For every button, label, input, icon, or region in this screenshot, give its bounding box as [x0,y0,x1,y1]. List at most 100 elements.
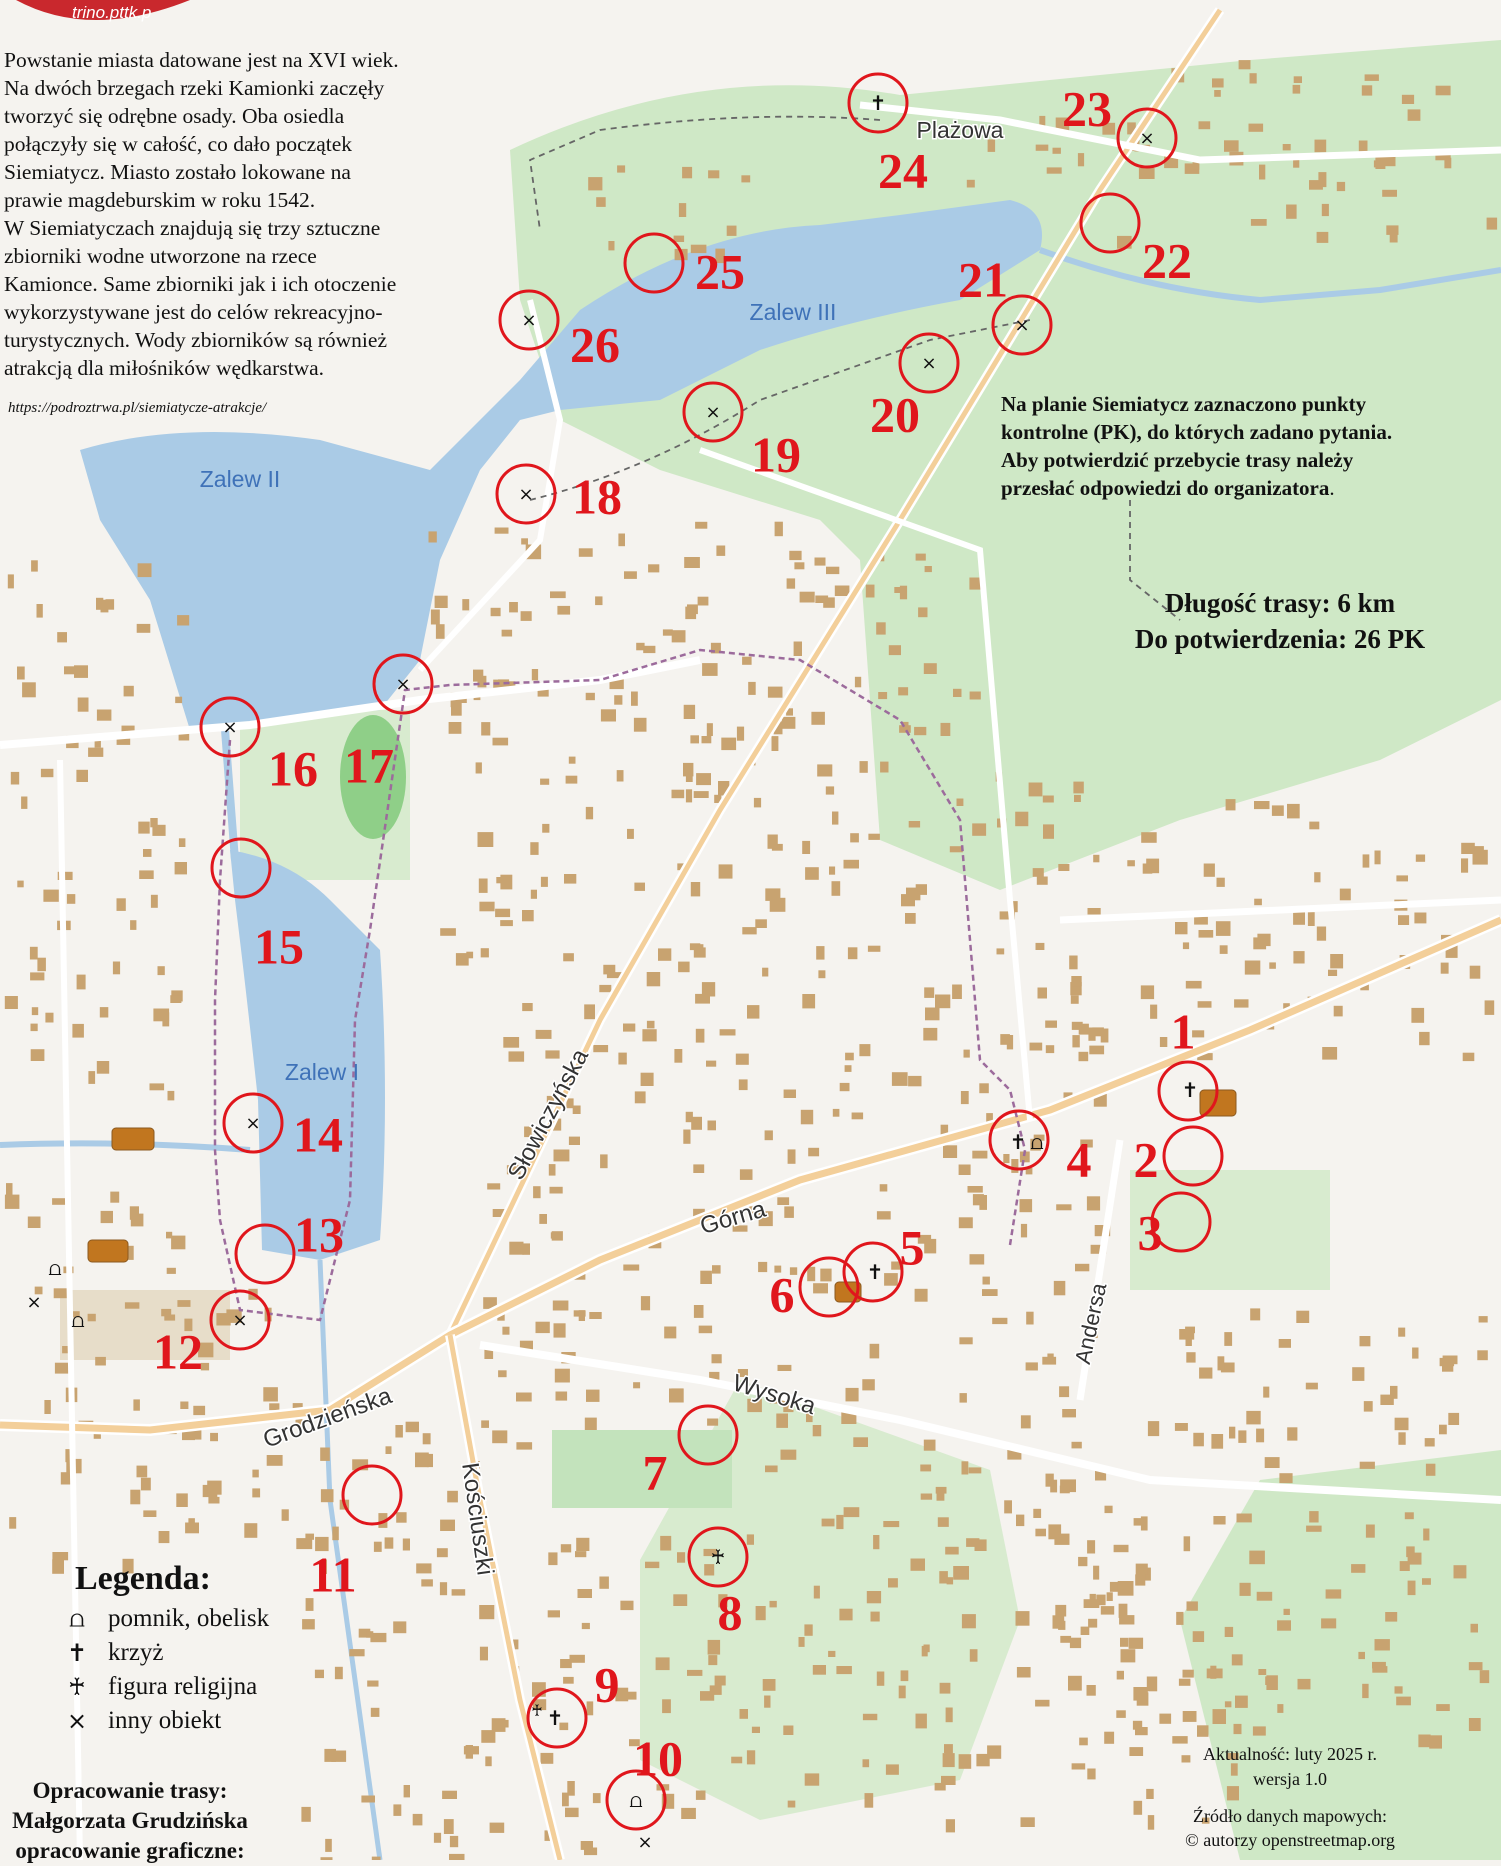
checkpoint-14[interactable]: 14 [222,1092,343,1162]
building [137,563,152,578]
building [487,1183,501,1190]
checkpoint-19[interactable]: 19 [682,381,801,482]
green-area-east [1130,1170,1330,1290]
checkpoint-12[interactable]: 12 [153,1289,271,1379]
building [915,553,926,561]
checkpoint-20[interactable]: 20 [870,332,960,442]
building [1231,1654,1243,1666]
checkpoint-circle[interactable] [1150,1191,1212,1253]
checkpoint-17[interactable]: 17 [344,653,434,793]
building [1011,1159,1019,1173]
intro-source-link[interactable]: https://podroztrwa.pl/siemiatycze-atrakc… [8,400,267,416]
checkpoint-circle[interactable] [341,1464,403,1526]
building [1256,1428,1265,1443]
checkpoint-circle[interactable] [898,332,960,394]
checkpoint-circle[interactable] [798,1256,860,1318]
checkpoint-circle[interactable] [222,1092,284,1154]
checkpoint-circle[interactable] [847,72,909,134]
checkpoint-circle[interactable] [199,696,261,758]
building [845,1387,859,1402]
building [1305,1382,1318,1390]
checkpoint-circle[interactable] [991,294,1053,356]
checkpoint-circle[interactable] [677,1404,739,1466]
checkpoint-6[interactable]: 6 [770,1256,860,1322]
building [193,1427,202,1440]
checkpoint-21[interactable]: 21 [958,251,1053,356]
building [1282,144,1291,151]
checkpoint-16[interactable]: 16 [199,696,318,796]
checkpoint-circle[interactable] [988,1109,1050,1171]
building [690,735,699,744]
checkpoint-circle[interactable] [842,1241,904,1303]
checkpoint-circle[interactable] [495,463,557,525]
building [1087,1540,1096,1554]
checkpoint-3[interactable]: 3 [1138,1191,1212,1260]
checkpoint-9[interactable]: 9 [526,1656,620,1749]
checkpoint-circle[interactable] [605,1769,667,1831]
building [564,874,577,884]
building [920,1493,933,1500]
checkpoint-18[interactable]: 18 [495,463,622,525]
checkpoint-23[interactable]: 23 [1062,80,1178,169]
checkpoint-25[interactable]: 25 [623,232,745,299]
checkpoint-24[interactable]: 24 [847,72,928,198]
building [683,1129,691,1144]
building [60,1472,73,1485]
building [1359,1336,1371,1347]
building [685,606,697,620]
building [508,1051,525,1062]
building [1183,1536,1191,1552]
checkpoint-circle[interactable] [498,289,560,351]
checkpoint-number: 13 [294,1206,344,1262]
legend: Legenda: ⩍pomnik, obelisk✝krzyż♰figura r… [60,1560,420,1738]
checkpoint-circle[interactable] [526,1687,588,1749]
checkpoint-1[interactable]: 1 [1157,1003,1219,1122]
road-east [1059,896,1501,924]
building [671,630,686,643]
checkpoint-circle[interactable] [234,1223,296,1285]
checkpoint-7[interactable]: 7 [643,1404,739,1500]
building [1033,1508,1042,1518]
building [700,1691,715,1701]
checkpoint-circle[interactable] [682,381,744,443]
checkpoint-circle[interactable] [623,232,685,294]
building [1198,121,1211,130]
building [1035,144,1049,151]
checkpoint-15[interactable]: 15 [210,837,304,974]
checkpoint-circle[interactable] [372,653,434,715]
building [714,1675,726,1686]
building [1293,951,1305,964]
building [34,1286,43,1295]
building [1399,1561,1410,1571]
building [1192,161,1200,170]
checkpoint-10[interactable]: 10 [605,1730,683,1831]
building [1020,1415,1031,1429]
checkpoint-number: 10 [633,1730,683,1786]
building [428,531,437,543]
checkpoint-circle[interactable] [1157,1060,1219,1122]
checkpoint-circle[interactable] [687,1526,749,1588]
checkpoint-13[interactable]: 13 [234,1206,344,1285]
building [1277,1620,1291,1631]
checkpoint-26[interactable]: 26 [498,289,620,372]
building [1036,876,1048,885]
checkpoint-8[interactable]: 8 [687,1526,749,1640]
checkpoint-circle[interactable] [1116,107,1178,169]
checkpoint-11[interactable]: 11 [309,1464,403,1602]
building [891,1261,904,1270]
building [751,1726,760,1733]
checkpoint-circle[interactable] [1162,1125,1224,1187]
building [580,1841,593,1850]
building [562,1792,569,1807]
building [530,842,539,855]
checkpoint-circle[interactable] [1079,192,1141,254]
checkpoint-4[interactable]: 4 [988,1109,1092,1187]
building [1087,908,1101,915]
checkpoint-2[interactable]: 2 [1134,1125,1224,1187]
checkpoint-5[interactable]: 5 [842,1219,925,1303]
checkpoint-circle[interactable] [210,837,272,899]
checkpoint-circle[interactable] [209,1289,271,1351]
building [373,1541,382,1552]
building [1028,782,1043,797]
checkpoint-22[interactable]: 22 [1079,192,1192,288]
